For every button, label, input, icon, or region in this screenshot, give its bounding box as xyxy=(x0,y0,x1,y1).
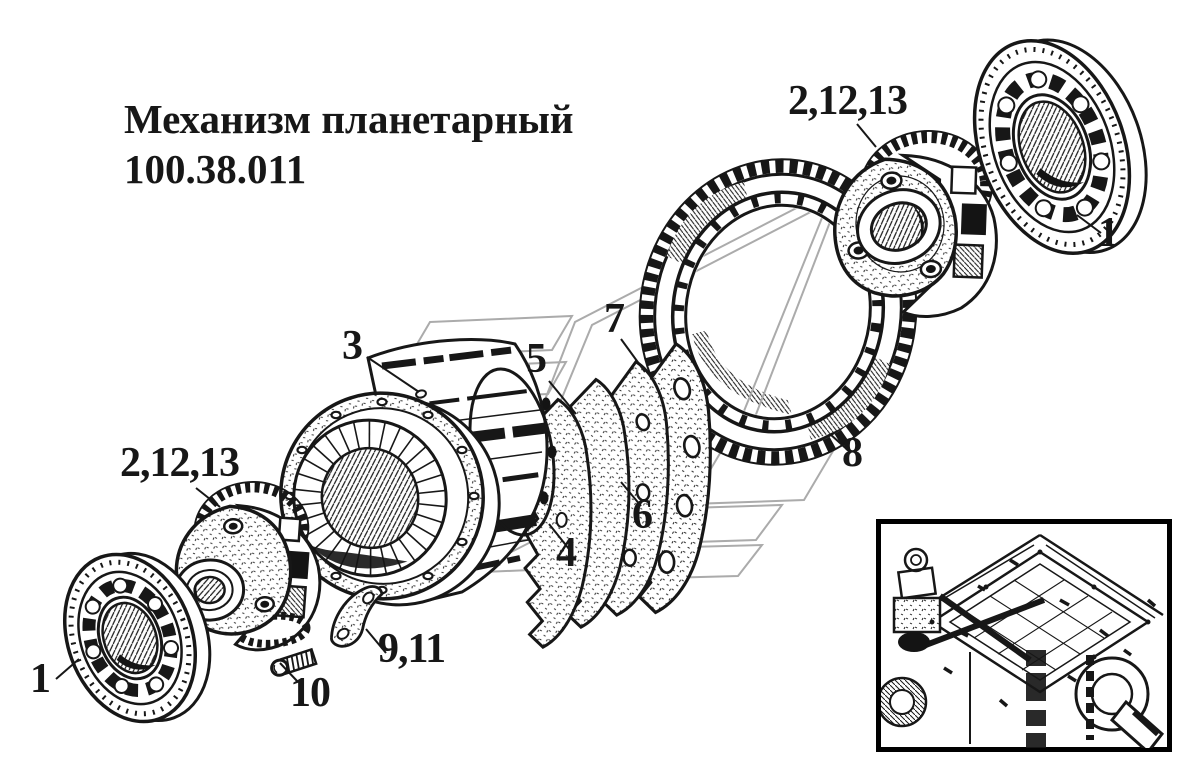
bearing-balls xyxy=(997,70,1111,218)
part-label-bolt: 10 xyxy=(290,670,331,716)
drawing-title: Механизм планетарный 100.38.011 xyxy=(124,94,573,194)
bolt-drawing xyxy=(270,647,318,677)
leader-lines xyxy=(55,123,1102,683)
part-label-carrier-right: 2,12,13 xyxy=(788,78,908,124)
carrier-left-bolt-holes xyxy=(222,517,275,613)
part-label-disc-7: 7 xyxy=(604,296,625,342)
part-label-disc-6: 6 xyxy=(632,492,653,538)
part-label-disc-5: 5 xyxy=(526,336,547,382)
disc-7-drawing xyxy=(628,340,719,617)
part-label-stop-plates: 9,11 xyxy=(378,626,446,672)
disc-6-drawing xyxy=(591,358,676,619)
disc-pack-drawing xyxy=(515,340,719,651)
part-label-drum: 3 xyxy=(342,323,363,369)
disc-4-drawing xyxy=(515,396,599,651)
bearing-left-drawing xyxy=(62,551,212,724)
part-label-disc-4: 4 xyxy=(556,530,577,576)
bearing-right-drawing xyxy=(972,38,1148,256)
drum-drawing xyxy=(279,338,557,607)
drawing-title-line1: Механизм планетарный xyxy=(124,96,574,142)
stop-plate-drawing xyxy=(330,585,384,648)
inset-location-box xyxy=(876,519,1172,752)
bearing-balls xyxy=(84,577,179,694)
carrier-right-drawing xyxy=(833,130,998,318)
drawing-title-line2: 100.38.011 xyxy=(124,146,307,192)
part-label-bearing-left: 1 xyxy=(30,656,51,702)
inset-housing-drawing xyxy=(881,533,1165,748)
part-label-carrier-left: 2,12,13 xyxy=(120,440,240,486)
part-label-ring-gear: 8 xyxy=(842,430,863,476)
part-label-bearing-right: 1 xyxy=(1098,210,1119,256)
carrier-left-drawing xyxy=(174,481,322,652)
